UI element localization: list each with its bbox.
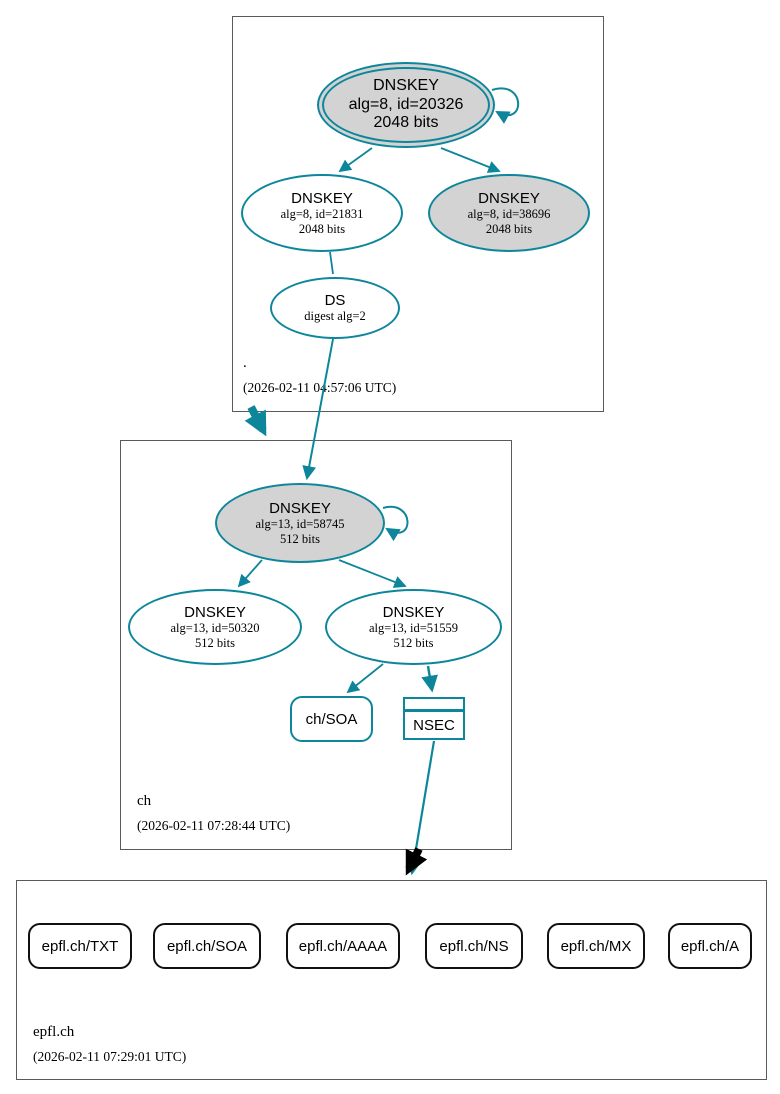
- dnskey-50320-node: DNSKEY alg=13, id=50320 512 bits: [128, 589, 302, 665]
- rrset-label: epfl.ch/NS: [439, 937, 509, 955]
- dnskey-detail: alg=13, id=51559: [368, 621, 459, 636]
- rrset-epfl-ch-txt-node: epfl.ch/TXT: [28, 923, 132, 969]
- ds-node: DS digest alg=2: [270, 277, 400, 339]
- rrset-label: epfl.ch/A: [680, 937, 740, 955]
- dnskey-bits: 2048 bits: [485, 221, 533, 236]
- nsec-label: NSEC: [413, 716, 455, 734]
- dnskey-58745-node: DNSKEY alg=13, id=58745 512 bits: [215, 483, 385, 563]
- dnskey-bits: 2048 bits: [373, 114, 439, 132]
- dnskey-bits: 512 bits: [393, 635, 434, 650]
- dnskey-title: DNSKEY: [373, 77, 439, 95]
- dnskey-detail: alg=13, id=50320: [170, 621, 260, 636]
- dnskey-detail: alg=8, id=38696: [467, 207, 551, 222]
- dnskey-title: DNSKEY: [269, 500, 331, 517]
- ds-detail: digest alg=2: [304, 309, 366, 324]
- dnskey-title: DNSKEY: [291, 190, 353, 207]
- rrset-label: epfl.ch/SOA: [166, 937, 248, 955]
- dnskey-20326-inner-ring: DNSKEY alg=8, id=20326 2048 bits: [322, 67, 490, 143]
- dnskey-detail: alg=8, id=21831: [280, 207, 364, 222]
- edge-delegation-ch-to-epfl: [405, 847, 428, 876]
- dnskey-detail: alg=13, id=58745: [255, 517, 345, 532]
- root-zone-timestamp: (2026-02-11 04:57:06 UTC): [243, 380, 397, 395]
- dnskey-bits: 2048 bits: [298, 221, 346, 236]
- ch-zone-label: ch: [137, 793, 152, 809]
- rrset-epfl-ch-a-node: epfl.ch/A: [668, 923, 752, 969]
- ch-zone-timestamp: (2026-02-11 07:28:44 UTC): [137, 818, 291, 833]
- rrset-label: epfl.ch/MX: [560, 937, 632, 955]
- dnskey-detail: alg=8, id=20326: [348, 95, 464, 113]
- dnskey-51559-node: DNSKEY alg=13, id=51559 512 bits: [325, 589, 502, 665]
- dnskey-title: DNSKEY: [382, 604, 445, 621]
- ch-soa-label: ch/SOA: [305, 710, 358, 728]
- dnskey-20326-node: DNSKEY alg=8, id=20326 2048 bits: [317, 62, 495, 148]
- ds-title: DS: [324, 292, 346, 310]
- rrset-epfl-ch-ns-node: epfl.ch/NS: [425, 923, 523, 969]
- dnskey-bits: 512 bits: [195, 635, 235, 650]
- rrset-label: epfl.ch/TXT: [41, 937, 119, 955]
- dnskey-title: DNSKEY: [478, 190, 540, 207]
- nsec-node: NSEC: [403, 697, 465, 740]
- epfl-zone-box: [16, 880, 767, 1080]
- rrset-epfl-ch-aaaa-node: epfl.ch/AAAA: [286, 923, 400, 969]
- root-zone-label: .: [243, 355, 247, 371]
- rrset-epfl-ch-soa-node: epfl.ch/SOA: [153, 923, 261, 969]
- dnskey-21831-node: DNSKEY alg=8, id=21831 2048 bits: [241, 174, 403, 252]
- epfl-zone-timestamp: (2026-02-11 07:29:01 UTC): [33, 1049, 187, 1064]
- dnskey-title: DNSKEY: [184, 604, 246, 621]
- dnskey-38696-node: DNSKEY alg=8, id=38696 2048 bits: [428, 174, 590, 252]
- dnskey-bits: 512 bits: [280, 531, 320, 546]
- rrset-epfl-ch-mx-node: epfl.ch/MX: [547, 923, 645, 969]
- ch-soa-node: ch/SOA: [290, 696, 373, 742]
- root-zone-box: [232, 16, 604, 412]
- epfl-zone-label: epfl.ch: [33, 1024, 75, 1040]
- rrset-label: epfl.ch/AAAA: [298, 937, 388, 955]
- nsec-header-band: [405, 699, 463, 712]
